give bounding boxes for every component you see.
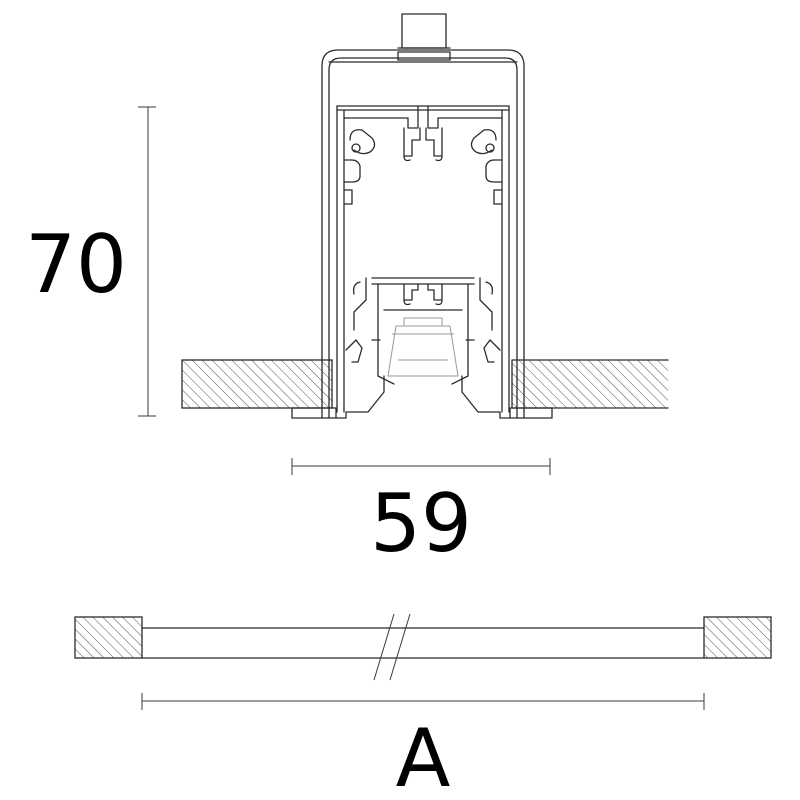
mounting-flange [291, 375, 553, 419]
end-cap-right [703, 616, 772, 659]
connector-block [397, 13, 451, 61]
width-dimension-label: 59 [370, 477, 472, 570]
led-module [345, 277, 501, 385]
break-mark [389, 613, 411, 681]
dimension-length: A [141, 693, 705, 800]
break-mark [373, 613, 395, 681]
ceiling-slab-right [511, 359, 669, 409]
end-cap-left [74, 616, 143, 659]
profile-length-view [74, 613, 772, 681]
height-dimension-label: 70 [25, 218, 127, 311]
dimension-height: 70 [25, 106, 156, 417]
inner-track-profile [336, 105, 510, 413]
profile-cross-section [181, 13, 669, 419]
dimension-width: 59 [291, 458, 551, 570]
length-dimension-label: A [396, 712, 451, 800]
ceiling-slab-left [181, 359, 333, 409]
outer-housing [321, 49, 525, 419]
